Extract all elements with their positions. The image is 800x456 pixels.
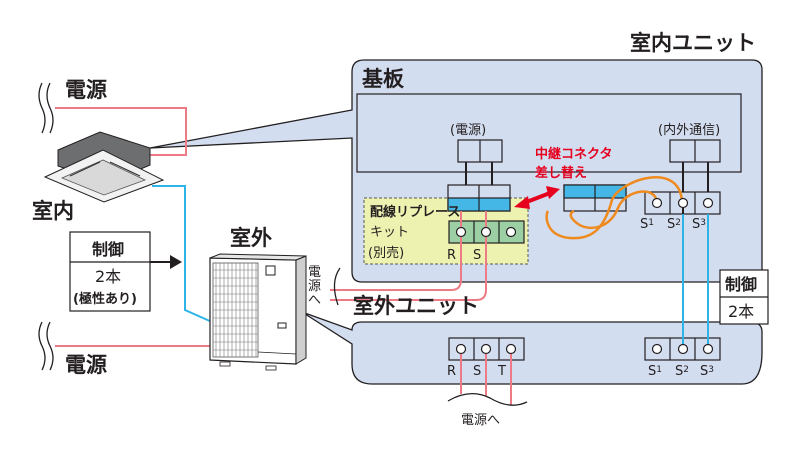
relay-connector-left: [447, 184, 511, 212]
outdoor-terminal-s: S: [473, 364, 481, 379]
relay-label-line2: 差し替え: [535, 165, 587, 181]
relay-label-line1: 中継コネクタ: [535, 146, 612, 162]
kit-label-line3: (別売): [368, 245, 404, 261]
outdoor-terminal-r: R: [447, 364, 456, 379]
kit-label-line1: 配線リプレース: [370, 204, 460, 220]
power-label-top: 電源: [65, 78, 107, 102]
kit-label-line2: キット: [370, 225, 409, 240]
outdoor-unit-title: 室外ユニット: [353, 294, 479, 318]
outdoor-unit-callout: [301, 311, 763, 385]
wave-break-top: [38, 82, 54, 134]
relay-wire-1: [545, 176, 684, 240]
control-box-right: [719, 269, 769, 325]
outdoor-terminal-s3: S3: [700, 364, 714, 379]
to-power-vertical-3: へ: [308, 293, 321, 308]
power-wave-break: [447, 393, 528, 406]
outdoor-terminal-t: T: [497, 364, 506, 379]
kit-terminal-s: S: [473, 248, 481, 263]
indoor-terminal-s3: S3: [692, 217, 706, 232]
board-label: 基板: [362, 67, 405, 91]
wave-break-bottom: [38, 321, 54, 371]
relay-connector-right: [563, 184, 627, 212]
control-left-title: 制御: [92, 240, 124, 259]
outdoor-unit: [209, 253, 307, 371]
outdoor-terminal-s2: S2: [675, 364, 689, 379]
indoor-power-wire: [55, 107, 187, 156]
outdoor-terminal-s1: S1: [648, 364, 662, 379]
indoor-terminal-s1: S1: [640, 217, 654, 232]
indoor-unit-callout: [149, 59, 763, 283]
terminal-screws: [455, 197, 714, 355]
indoor-outdoor-control-wire: [152, 185, 213, 323]
control-right-title: 制御: [725, 275, 757, 294]
power-label-bottom: 電源: [65, 353, 107, 377]
to-power-vertical-1: 電: [308, 265, 321, 280]
to-power-bottom-label: 電源へ: [461, 413, 500, 428]
relay-wire-2: [569, 190, 659, 229]
indoor-terminal-s2: S2: [667, 217, 681, 232]
board-comm-connector: [669, 139, 721, 163]
board-comm-label: (内外通信): [658, 122, 720, 138]
to-power-vertical-2: 源: [308, 279, 321, 294]
control-left-count: 2本: [95, 267, 121, 286]
control-left-note: (極性あり): [73, 291, 137, 307]
control-arrow: [150, 255, 182, 269]
indoor-label: 室内: [32, 199, 74, 223]
indoor-unit-title: 室内ユニット: [630, 31, 756, 55]
bracket: [333, 267, 341, 306]
indoor-cassette-unit: [43, 131, 165, 203]
board-power-label: (電源): [450, 123, 486, 138]
control-right-count: 2本: [728, 302, 754, 321]
board-outline: [356, 93, 742, 173]
control-box-left: [69, 231, 151, 312]
kit-power-wire-r: [330, 211, 462, 291]
kit-power-wire-s: [330, 211, 487, 301]
kit-terminal-r: R: [447, 248, 456, 263]
board-power-connector: [457, 139, 503, 163]
outdoor-label: 室外: [230, 226, 272, 250]
swap-arrow: [514, 186, 560, 209]
